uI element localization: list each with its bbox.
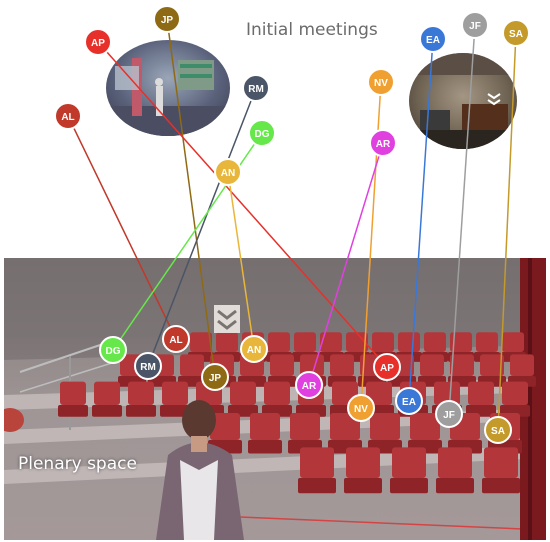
badge-al-initial: AL — [54, 102, 82, 130]
connector-sa — [497, 32, 517, 431]
connector-an — [227, 171, 255, 350]
badge-circle — [153, 5, 181, 33]
connector-ap — [97, 41, 388, 368]
badge-circle — [99, 336, 127, 364]
badge-jp-plenary: JP — [201, 363, 229, 391]
badge-circle — [242, 74, 270, 102]
avatar-figure — [156, 400, 244, 540]
badge-circle — [367, 68, 395, 96]
badge-label: RM — [140, 362, 156, 373]
badge-nv-initial: NV — [367, 68, 395, 96]
badge-sa-initial: SA — [502, 19, 530, 47]
badge-jf-initial: JF — [461, 11, 489, 39]
badge-label: NV — [374, 78, 388, 89]
connector-al — [67, 115, 177, 340]
badge-circle — [162, 325, 190, 353]
badge-circle — [134, 352, 162, 380]
badge-label: JF — [469, 21, 481, 32]
chevron-down-icon — [214, 305, 240, 333]
badge-ar-plenary: AR — [295, 371, 323, 399]
badge-circle — [214, 158, 242, 186]
meeting-room-thumbnail — [409, 53, 517, 149]
plenary-scene — [4, 258, 546, 540]
connector-ea — [408, 38, 434, 402]
badge-label: RM — [248, 84, 264, 95]
badge-circle — [248, 119, 276, 147]
badge-label: SA — [509, 29, 523, 40]
badge-nv-plenary: NV — [347, 394, 375, 422]
badge-jp-initial: JP — [153, 5, 181, 33]
badge-circle — [347, 394, 375, 422]
badge-sa-plenary: SA — [484, 416, 512, 444]
badge-ea-plenary: EA — [395, 387, 423, 415]
badge-rm-plenary: RM — [134, 352, 162, 380]
badge-circle — [502, 19, 530, 47]
participant-badges: JP JP AP AP AL AL RM RM DG DG AN AN NV NV AR AR EA EA JF JF… — [54, 5, 530, 444]
badge-ea-initial: EA — [419, 25, 447, 53]
badge-label: EA — [402, 397, 416, 408]
badge-label: DG — [255, 129, 270, 140]
badge-circle — [240, 335, 268, 363]
badge-ap-plenary: AP — [373, 353, 401, 381]
badge-circle — [419, 25, 447, 53]
connector-jf — [448, 24, 476, 415]
badge-label: AL — [169, 335, 182, 346]
connector-ar — [308, 142, 384, 386]
badge-label: JP — [209, 373, 222, 384]
badge-jf-plenary: JF — [435, 400, 463, 428]
badge-circle — [373, 353, 401, 381]
badge-label: DG — [106, 346, 121, 357]
connector-jp — [166, 18, 216, 378]
badge-label: SA — [491, 426, 505, 437]
badge-label: AP — [380, 363, 394, 374]
badge-label: EA — [426, 35, 440, 46]
badge-ap-initial: AP — [84, 28, 112, 56]
badge-circle — [461, 11, 489, 39]
badge-dg-initial: DG — [248, 119, 276, 147]
badge-circle — [84, 28, 112, 56]
badge-al-plenary: AL — [162, 325, 190, 353]
badge-circle — [484, 416, 512, 444]
badge-an-plenary: AN — [240, 335, 268, 363]
badge-circle — [369, 129, 397, 157]
badge-label: AN — [221, 168, 235, 179]
badge-label: AN — [247, 345, 261, 356]
badge-circle — [295, 371, 323, 399]
badge-label: NV — [354, 404, 368, 415]
badge-rm-initial: RM — [242, 74, 270, 102]
badge-circle — [435, 400, 463, 428]
lobby-thumbnail — [106, 40, 230, 136]
badge-label: AR — [376, 139, 391, 150]
initial-meetings-caption: Initial meetings — [246, 20, 378, 40]
badge-an-initial: AN — [214, 158, 242, 186]
badge-dg-plenary: DG — [99, 336, 127, 364]
badge-label: JF — [443, 410, 455, 421]
badge-label: AR — [302, 381, 317, 392]
badge-label: AL — [61, 112, 74, 123]
connector-rm — [147, 87, 257, 367]
badge-label: AP — [91, 38, 105, 49]
badge-circle — [201, 363, 229, 391]
plenary-space-caption: Plenary space — [18, 454, 137, 474]
badge-ar-initial: AR — [369, 129, 397, 157]
badge-circle — [54, 102, 82, 130]
badge-circle — [395, 387, 423, 415]
badge-label: JP — [161, 15, 174, 26]
